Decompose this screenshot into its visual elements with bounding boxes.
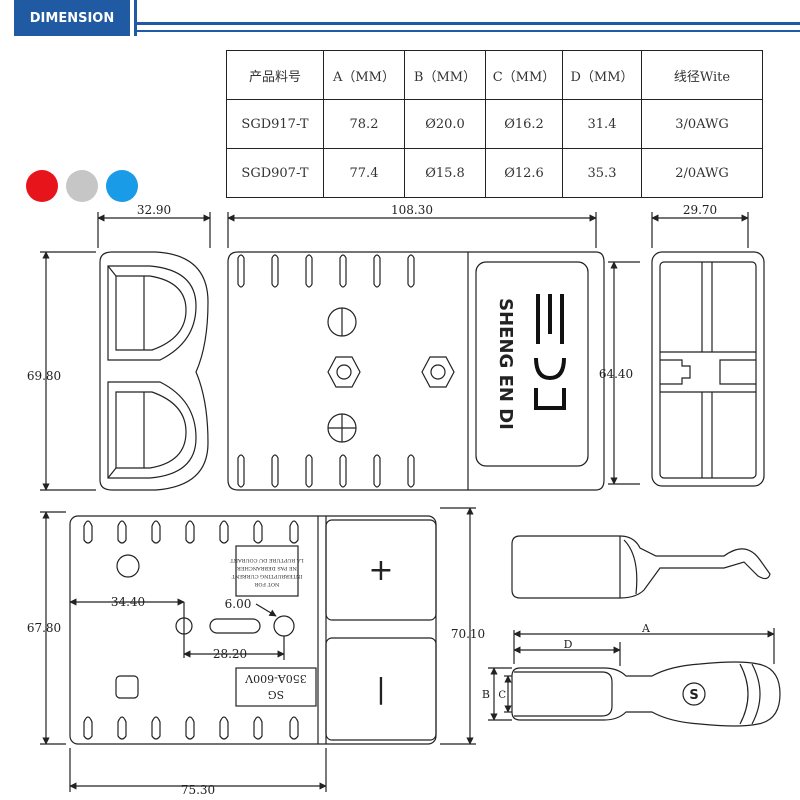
dim-bottom-width: 75.30 <box>181 783 215 797</box>
dim-label-b: B <box>482 688 490 701</box>
table-cell: Ø12.6 <box>485 148 563 198</box>
warning-line4: LA RUPTURE DU COURANT <box>230 557 304 563</box>
table-cell: SGD907-T <box>226 148 324 198</box>
color-swatch-blue[interactable] <box>106 170 138 202</box>
table-header: 线径Wite <box>641 50 763 100</box>
dim-end-height: 64.40 <box>599 367 633 381</box>
side-view <box>99 251 209 491</box>
table-cell: Ø15.8 <box>404 148 486 198</box>
banner-rule-top <box>134 22 800 25</box>
logo-panel <box>475 261 589 467</box>
minus-symbol-icon: | <box>376 672 385 705</box>
dim-label-a: A <box>641 622 651 635</box>
rating-line2: 350A-600V <box>244 672 307 685</box>
bottom-view <box>69 515 437 745</box>
warning-line1: NOT FOR <box>254 581 279 587</box>
rating-label: SG 350A-600V <box>244 672 307 701</box>
table-cell: Ø16.2 <box>485 99 563 149</box>
table-cell: Ø20.0 <box>404 99 486 149</box>
table-row: SGD907-T 77.4 Ø15.8 Ø12.6 35.3 2/0AWG <box>226 148 763 198</box>
spec-table: 产品料号 A（MM） B（MM） C（MM） D（MM） 线径Wite SGD9… <box>226 50 763 198</box>
dim-side-height: 69.80 <box>27 369 61 383</box>
table-cell: 78.2 <box>323 99 405 149</box>
dim-bottom-height-right: 70.10 <box>451 627 485 641</box>
terminal-side-view <box>511 535 771 599</box>
table-cell: 3/0AWG <box>641 99 763 149</box>
brand-logo-text: SHENG EN DI <box>495 298 516 430</box>
rating-line1: SG <box>268 688 284 701</box>
table-header: 产品料号 <box>226 50 324 100</box>
brand-logo: SHENG EN DI <box>495 298 516 430</box>
table-cell: SGD917-T <box>226 99 324 149</box>
end-view <box>651 251 765 487</box>
dim-label-c: C <box>498 690 506 701</box>
table-cell: 2/0AWG <box>641 148 763 198</box>
dim-side-width: 32.90 <box>137 203 171 217</box>
dim-end-width: 29.70 <box>683 203 717 217</box>
color-swatch-red[interactable] <box>26 170 58 202</box>
dim-front-width: 108.30 <box>391 203 433 217</box>
dim-label-d: D <box>564 638 573 651</box>
dim-hole-size: 6.00 <box>225 597 252 611</box>
dim-hole-offset: 34.40 <box>111 595 145 609</box>
banner-title: DIMENSION <box>14 0 130 36</box>
warning-label: NOT FOR INTERRUPTING CURRENT NE PAS DEBR… <box>230 557 304 587</box>
terminal-top-view <box>511 661 781 727</box>
brand-logo-mark <box>534 294 566 410</box>
dim-bottom-height-left: 67.80 <box>27 621 61 635</box>
table-row: SGD917-T 78.2 Ø20.0 Ø16.2 31.4 3/0AWG <box>226 99 763 149</box>
table-header: B（MM） <box>404 50 486 100</box>
table-cell: 31.4 <box>562 99 642 149</box>
warning-line2: INTERRUPTING CURRENT <box>231 573 302 579</box>
banner-rule-bottom <box>134 30 800 32</box>
dimension-banner: DIMENSION <box>0 0 800 38</box>
plus-symbol-icon: + <box>368 553 393 588</box>
terminal-s-mark: S <box>689 688 698 703</box>
table-header: C（MM） <box>485 50 563 100</box>
front-view <box>227 251 605 491</box>
table-header-row: 产品料号 A（MM） B（MM） C（MM） D（MM） 线径Wite <box>226 50 763 100</box>
banner-stripe <box>134 0 137 36</box>
dim-hole-spacing: 28.20 <box>213 647 247 661</box>
table-cell: 35.3 <box>562 148 642 198</box>
table-cell: 77.4 <box>323 148 405 198</box>
color-swatch-grey[interactable] <box>66 170 98 202</box>
table-header: A（MM） <box>323 50 405 100</box>
warning-line3: NE PAS DEBRANCHER <box>237 565 297 571</box>
